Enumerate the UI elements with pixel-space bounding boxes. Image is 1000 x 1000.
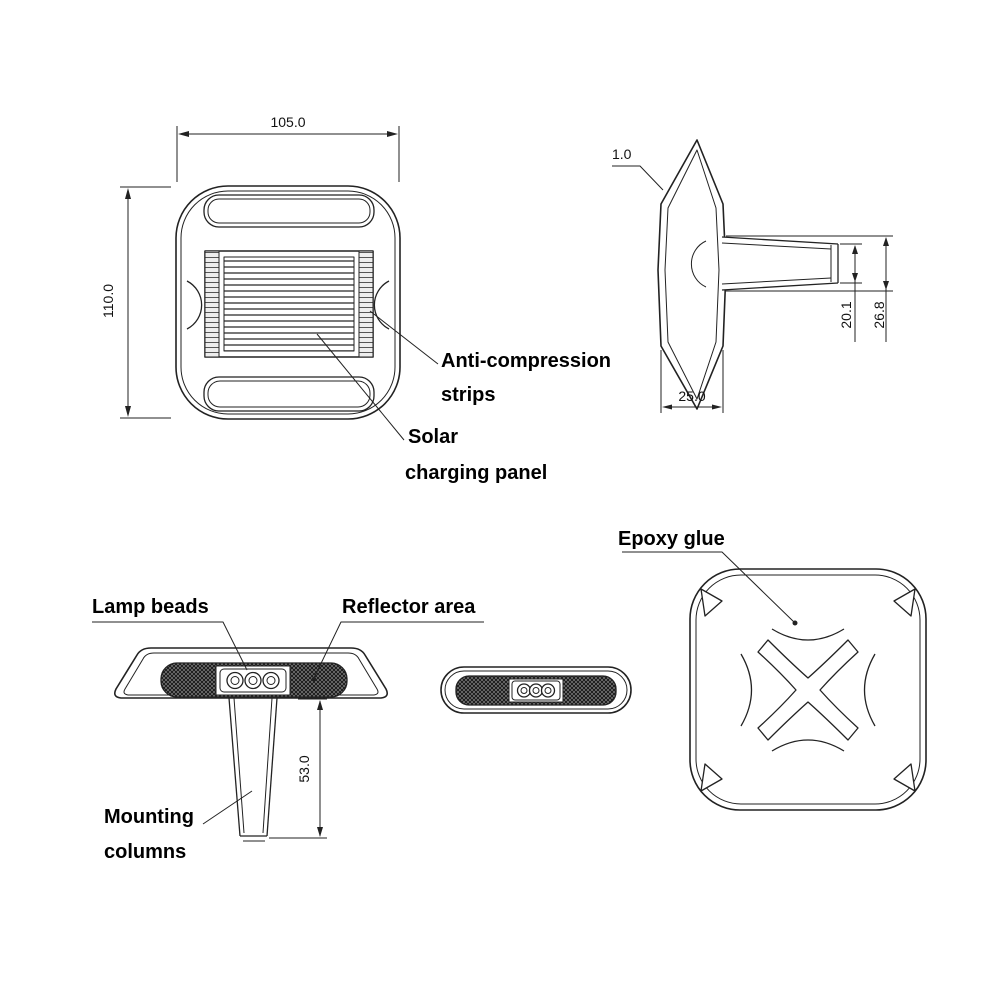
corner-foot (893, 763, 916, 792)
mounting-column-right (266, 697, 278, 837)
label-reflector-area: Reflector area (342, 596, 476, 618)
glue-arc-bottom (771, 739, 845, 752)
dim-base-width: 25.0 (678, 388, 706, 404)
leader-reflector-area (313, 621, 484, 679)
bottom-view (622, 551, 927, 811)
glue-arc-top (771, 628, 845, 641)
front-view (92, 621, 484, 842)
leader-mounting-columns (202, 790, 253, 825)
corner-foot (700, 763, 723, 792)
side-column-bottom (721, 282, 839, 291)
label-mounting-line2: columns (104, 841, 187, 863)
leader-anti-compression (369, 310, 439, 365)
corner-foot (893, 588, 916, 617)
label-anti-compression-line1: Anti-compression (441, 350, 612, 372)
anti-compression-strip-right (358, 250, 374, 358)
anti-compression-strip-left (204, 250, 220, 358)
dim-edge-thickness: 1.0 (612, 146, 632, 162)
top-view (120, 126, 439, 441)
side-view (612, 139, 893, 413)
label-solar-line1: Solar (408, 426, 459, 448)
label-anti-compression-line2: strips (441, 384, 496, 406)
corner-foot (700, 588, 723, 617)
leader-solar-panel (316, 333, 405, 441)
side-body-outline (657, 139, 727, 410)
mounting-column-left (228, 697, 241, 837)
leader-lamp-beads (92, 621, 248, 671)
dim-column-len-inner: 20.1 (838, 301, 854, 329)
side-notch-arc (690, 240, 707, 288)
label-solar-line2: charging panel (405, 462, 548, 484)
side-column-top (721, 236, 839, 245)
label-mounting-line1: Mounting (104, 806, 194, 828)
dim-top-height: 110.0 (100, 284, 116, 318)
dim-column-height: 53.0 (296, 755, 312, 783)
bottom-slot (203, 376, 375, 412)
dim-top-width: 105.0 (270, 114, 306, 130)
label-epoxy-glue: Epoxy glue (618, 528, 725, 550)
glue-cross-channel (757, 639, 859, 741)
left-side-notch (186, 280, 203, 330)
right-side-notch (373, 280, 390, 330)
label-lamp-beads: Lamp beads (92, 596, 209, 618)
leader-edge-thickness (612, 165, 664, 191)
leader-epoxy-glue (622, 551, 796, 624)
glue-arc-left (740, 653, 753, 727)
profile-view (440, 666, 632, 714)
top-slot (203, 194, 375, 228)
dim-column-len-outer: 26.8 (871, 301, 887, 329)
glue-arc-right (863, 653, 876, 727)
solar-panel-stripes (223, 256, 355, 352)
